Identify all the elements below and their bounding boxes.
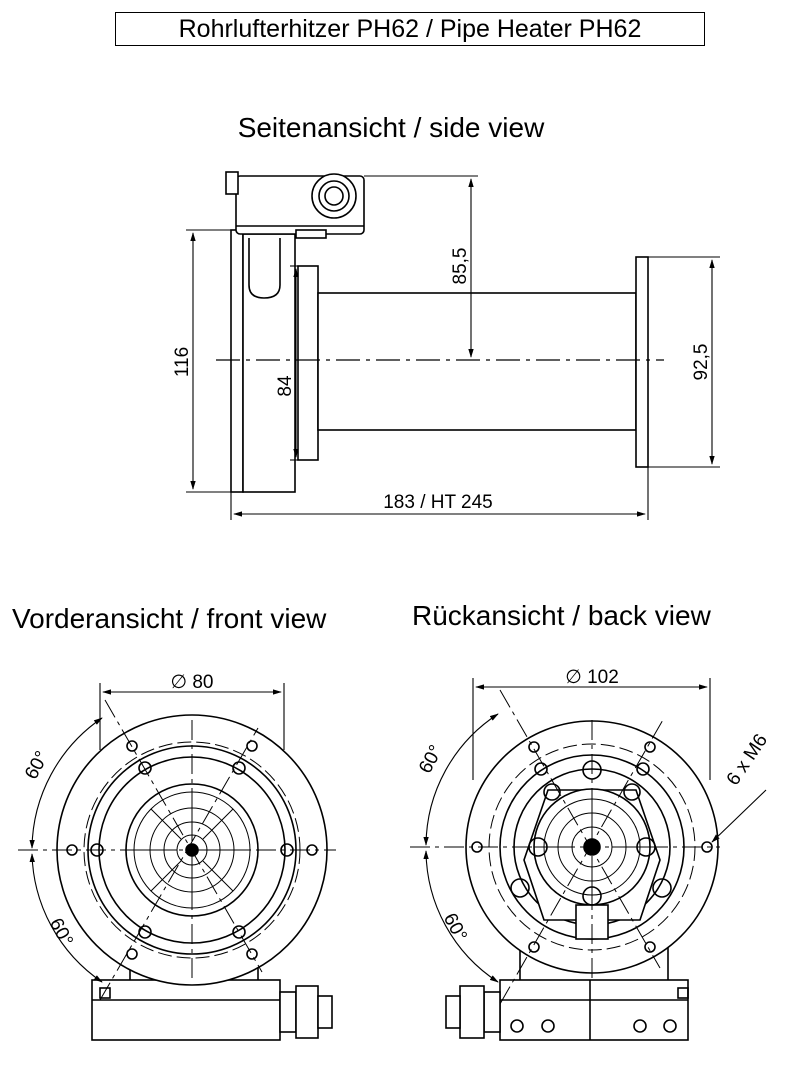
drawing-title: Rohrlufterhitzer PH62 / Pipe Heater PH62: [115, 12, 705, 46]
side-view-dimensions: [186, 175, 720, 520]
dim-92-5: 92,5: [691, 344, 712, 381]
side-view-drawing: [225, 171, 649, 493]
back-holes-6xm6: 6 x M6: [723, 730, 772, 789]
front-angle-top: 60°: [21, 748, 53, 783]
front-view-label: Vorderansicht / front view: [12, 603, 327, 634]
front-angle-bottom: 60°: [45, 915, 77, 950]
front-view-drawing: [56, 714, 333, 1041]
back-view-drawing: [445, 720, 719, 1041]
side-view-label: Seitenansicht / side view: [237, 112, 545, 143]
front-dim-diameter-80: ∅ 80: [171, 672, 214, 693]
back-view-label: Rückansicht / back view: [412, 600, 711, 631]
dim-183-ht-245: 183 / HT 245: [383, 492, 493, 513]
back-view-center-lines: [410, 689, 720, 1005]
side-view-dimension-labels: 116 84 85,5 92,5 183 / HT 245: [172, 248, 712, 513]
back-view-dimensions: [423, 678, 767, 983]
back-dim-diameter-102: ∅ 102: [565, 667, 619, 688]
dim-85-5: 85,5: [450, 248, 471, 285]
dim-116: 116: [172, 347, 193, 377]
front-view-dimensions: [29, 683, 285, 983]
back-angle-bottom: 60°: [439, 910, 471, 945]
dim-84: 84: [275, 375, 296, 397]
front-view-center-lines: [18, 699, 336, 1001]
back-angle-top: 60°: [415, 742, 447, 777]
